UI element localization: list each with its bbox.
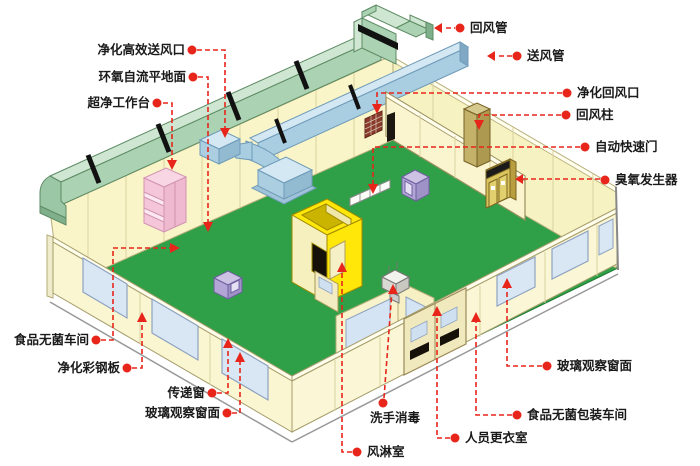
label-return-air-column: 回风柱 (576, 107, 614, 122)
label-return-duct: 回风管 (470, 20, 508, 35)
sink (380, 262, 411, 304)
label-epoxy-floor: 环氧自流平地面 (98, 69, 186, 84)
front-left-wall (46, 234, 293, 443)
label-hand-wash: 洗手消毒 (370, 410, 421, 425)
label-auto-rapid-door: 自动快速门 (595, 139, 658, 154)
label-steel-panel: 净化彩钢板 (57, 360, 120, 375)
annotations (91, 23, 610, 457)
label-clean-bench: 超净工作台 (86, 95, 150, 110)
front-right-wall (291, 186, 619, 443)
return-air-column (462, 102, 492, 168)
label-changing-room: 人员更衣室 (465, 430, 528, 445)
duct-clamps (85, 60, 310, 184)
label-glass-window-left: 玻璃观察窗面 (145, 405, 221, 420)
label-air-shower: 风淋室 (367, 444, 405, 459)
ozone-generator-cabinet (485, 158, 517, 209)
transfer-window-box-left (212, 270, 244, 300)
transfer-window-box-right (400, 169, 431, 202)
double-doors (403, 287, 467, 376)
observation-window-6 (551, 230, 589, 280)
supply-duct-clamps (274, 84, 361, 144)
label-packing-workshop: 食品无菌包装车间 (526, 407, 627, 422)
labels: 净化高效送风口 环氧自流平地面 超净工作台 食品无菌车间 净化彩钢板 传递窗 玻… (13, 20, 678, 459)
observation-window-2 (151, 297, 199, 362)
clean-bench (142, 167, 188, 233)
return-air-grille (364, 110, 383, 139)
label-glass-window-right: 玻璃观察窗面 (557, 358, 633, 373)
label-hepa-outlet: 净化高效送风口 (97, 42, 185, 57)
label-supply-duct: 送风管 (526, 48, 565, 63)
supply-duct (198, 41, 470, 205)
label-sterile-workshop: 食品无菌车间 (13, 332, 89, 347)
duct-clamp-riser (358, 24, 398, 50)
label-ozone-generator: 臭氧发生器 (615, 172, 678, 187)
inner-door (314, 270, 339, 313)
observation-window-7 (598, 218, 614, 256)
label-transfer-window: 传递窗 (166, 385, 205, 400)
auto-door-opening (387, 112, 395, 142)
label-return-air-outlet: 净化回风口 (577, 85, 640, 100)
observation-window-3 (221, 337, 269, 402)
